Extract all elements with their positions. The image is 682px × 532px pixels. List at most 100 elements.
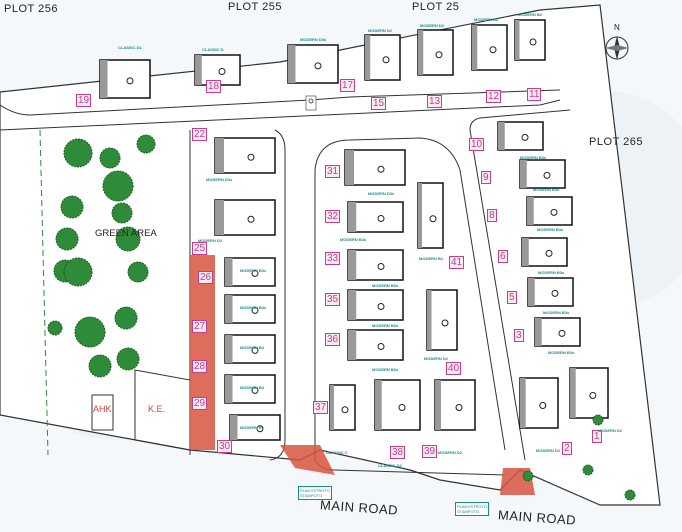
- house-10[interactable]: [497, 121, 544, 151]
- compass-north-label: N: [614, 23, 621, 32]
- house-22[interactable]: [214, 137, 276, 174]
- plot-256-label: PLOT 256: [4, 3, 58, 15]
- house-31[interactable]: [344, 149, 406, 186]
- house-type-label: MODERN D2: [598, 428, 623, 433]
- house-26[interactable]: [224, 257, 276, 287]
- lot-number: 10: [469, 138, 485, 151]
- lot-number: 27: [192, 320, 208, 333]
- road-edge: [269, 129, 286, 461]
- house-type-label: MODERN B3s: [372, 283, 399, 288]
- tree-icon: [116, 347, 140, 371]
- tree-icon: [115, 226, 141, 252]
- ahk-plot: [91, 394, 114, 431]
- house-type-label: MODERN B3s: [340, 237, 367, 242]
- plot-25x-label: PLOT 25: [410, 1, 462, 13]
- house-29[interactable]: [224, 374, 276, 404]
- house-type-label: MODERN B: [240, 425, 262, 430]
- house-8[interactable]: [526, 196, 573, 226]
- lot-number: 13: [427, 95, 443, 108]
- house-41[interactable]: [417, 182, 444, 249]
- road-edge: [0, 89, 561, 116]
- lot-number: 32: [325, 210, 341, 223]
- house-type-label: MODERN B3: [240, 345, 265, 350]
- lot-number: 17: [340, 79, 356, 92]
- tree-icon: [624, 489, 636, 501]
- boundary-dashed: [39, 129, 49, 456]
- house-28[interactable]: [224, 334, 276, 364]
- plot-255-label: PLOT 255: [228, 1, 282, 13]
- tree-icon: [60, 195, 84, 219]
- house-9[interactable]: [519, 159, 566, 189]
- house-39[interactable]: [434, 379, 476, 431]
- house-type-label: MODERN D2: [474, 17, 499, 22]
- house-type-label: MODERN D2: [536, 448, 561, 453]
- house-2[interactable]: [519, 377, 559, 429]
- house-type-label: MODERN D3s: [300, 37, 327, 42]
- house-30[interactable]: [229, 414, 281, 441]
- house-27[interactable]: [224, 294, 276, 324]
- lot-number: 2: [562, 442, 572, 455]
- house-15[interactable]: [364, 34, 401, 81]
- house-type-label: MODERN D3s: [368, 191, 395, 196]
- tree-icon: [127, 261, 149, 283]
- tree-icon: [592, 414, 604, 426]
- house-40[interactable]: [426, 289, 458, 351]
- house-type-label: MODERN B3s: [372, 367, 399, 372]
- house-13[interactable]: [417, 29, 454, 76]
- house-type-label: MODERN B3s: [538, 270, 565, 275]
- house-type-label: MODERN D2: [198, 238, 223, 243]
- house-25[interactable]: [214, 199, 276, 236]
- lot-number: 15: [371, 97, 387, 110]
- paving-tag: PLAKOSTROTO STAMPOTO: [455, 502, 489, 516]
- road-edge: [0, 99, 561, 131]
- house-type-label: MODERN D2: [420, 23, 445, 28]
- lot-number: 36: [325, 333, 341, 346]
- road-edge: [469, 129, 526, 461]
- house-33[interactable]: [347, 249, 404, 281]
- ke-label: K.E.: [148, 404, 166, 414]
- house-type-label: MODERN B2: [419, 256, 444, 261]
- house-12[interactable]: [471, 24, 508, 71]
- house-17[interactable]: [287, 44, 339, 84]
- house-38[interactable]: [374, 379, 421, 431]
- house-type-label: MODERN B3s: [543, 310, 570, 315]
- house-type-label: MODERN D2: [438, 450, 463, 455]
- house-type-label: MODERN B3s: [537, 227, 564, 232]
- house-type-label: MODERN B3s: [548, 350, 575, 355]
- tree-icon: [522, 470, 534, 482]
- house-type-label: MODERN B3s: [533, 187, 560, 192]
- lot-number: 8: [487, 209, 497, 222]
- house-6[interactable]: [521, 237, 568, 267]
- road-edge: [469, 109, 571, 131]
- tree-icon: [99, 147, 121, 169]
- house-type-label: CLASSIC C: [326, 450, 348, 455]
- house-type-label: MODERN B3s: [240, 305, 267, 310]
- tree-icon: [63, 257, 93, 287]
- lot-number: 39: [422, 445, 438, 458]
- house-1[interactable]: [569, 367, 609, 419]
- tree-icon: [102, 170, 134, 202]
- lot-number: 6: [498, 250, 508, 263]
- house-37[interactable]: [329, 384, 356, 431]
- house-32[interactable]: [347, 201, 404, 233]
- house-type-label: MODERN B3: [240, 385, 265, 390]
- lot-number: 37: [313, 401, 329, 414]
- house-36[interactable]: [347, 329, 404, 361]
- tree-icon: [55, 227, 79, 251]
- road-edge: [314, 137, 506, 451]
- house-3[interactable]: [534, 317, 581, 347]
- lot-number: 31: [325, 165, 341, 178]
- house-19[interactable]: [99, 59, 151, 99]
- wheelchair-icon: [305, 95, 317, 111]
- house-35[interactable]: [347, 289, 404, 321]
- lot-number: 1: [592, 430, 602, 443]
- house-type-label: CLASSIC D2: [378, 463, 402, 468]
- house-5[interactable]: [527, 277, 574, 307]
- house-11[interactable]: [514, 19, 546, 61]
- lot-number: 25: [192, 242, 208, 255]
- lot-number: 38: [390, 446, 406, 459]
- red-garden-strip: [190, 255, 215, 450]
- house-type-label: CLASSIC D1: [118, 45, 142, 50]
- tree-icon: [47, 320, 63, 336]
- green-area-label: GREEN AREA: [95, 228, 157, 239]
